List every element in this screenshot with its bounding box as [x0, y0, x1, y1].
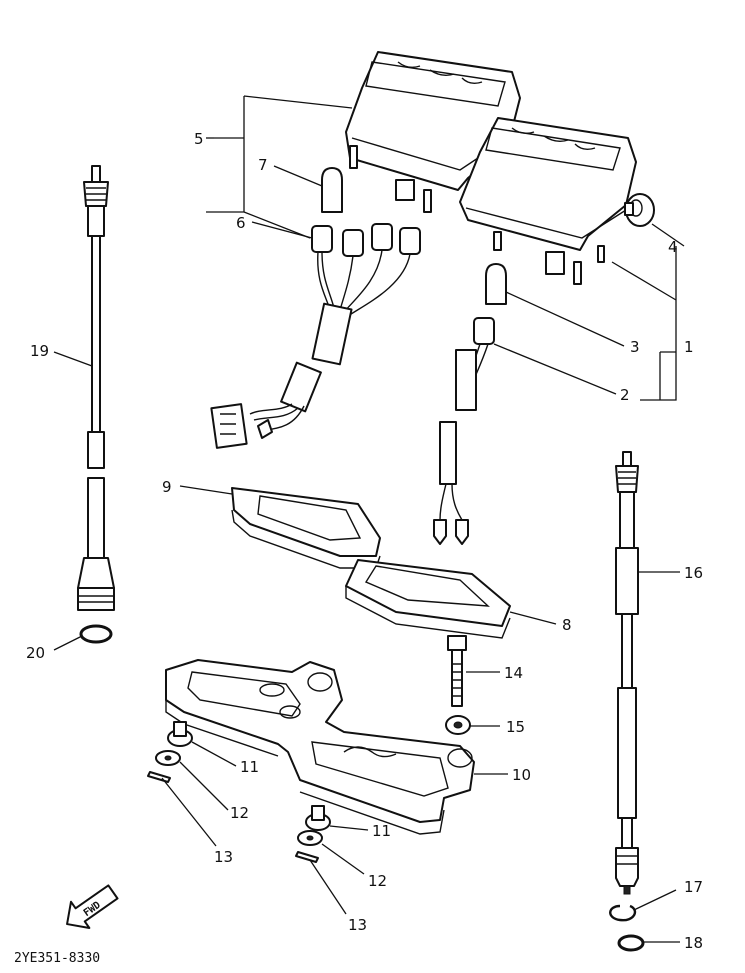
- leader-lines: [53, 95, 685, 943]
- o-ring-left: [79, 624, 113, 644]
- wire-harness: [210, 223, 421, 449]
- callout-14: 14: [504, 664, 523, 682]
- tachometer-housing: [459, 117, 637, 285]
- gasket-right: [345, 559, 511, 639]
- grommet-left: [167, 721, 193, 747]
- callout-12-right: 12: [368, 872, 387, 890]
- tachometer-cable: [615, 451, 639, 895]
- callout-13-left: 13: [214, 848, 233, 866]
- gasket-left: [231, 487, 381, 569]
- clip-right: [295, 851, 319, 863]
- o-ring-right: [617, 934, 645, 952]
- callout-labels: 1 2 3 4 5 6 7 8 9 10 11 11 12 12 13 13 1…: [26, 130, 703, 952]
- callout-2: 2: [620, 386, 630, 404]
- bolt: [447, 635, 467, 707]
- callout-9: 9: [162, 478, 172, 496]
- callout-4: 4: [668, 238, 678, 256]
- drawing-code: 2YE351-8330: [14, 951, 100, 966]
- callout-19: 19: [30, 342, 49, 360]
- callout-13-right: 13: [348, 916, 367, 934]
- callout-11-right: 11: [372, 822, 391, 840]
- callout-18: 18: [684, 934, 703, 952]
- reset-knob: [624, 193, 655, 227]
- callout-7: 7: [258, 156, 268, 174]
- callout-5: 5: [194, 130, 204, 148]
- bulb-socket-lead: [433, 317, 495, 545]
- forward-arrow-icon: FWD: [66, 884, 119, 929]
- callout-20: 20: [26, 644, 45, 662]
- callout-6: 6: [236, 214, 246, 232]
- speedometer-cable: [77, 165, 115, 611]
- washer: [445, 715, 471, 735]
- bulb-lower: [485, 263, 507, 305]
- washer-left: [155, 750, 181, 766]
- meter-bracket: [165, 659, 475, 835]
- washer-right: [297, 830, 323, 846]
- callout-8: 8: [562, 616, 572, 634]
- callout-17: 17: [684, 878, 703, 896]
- grommet-right: [305, 805, 331, 831]
- callout-10: 10: [512, 766, 531, 784]
- callout-3: 3: [630, 338, 640, 356]
- clip-left: [147, 771, 171, 783]
- callout-1: 1: [684, 338, 694, 356]
- speedometer-housing: [345, 51, 521, 213]
- circlip: [609, 904, 637, 922]
- callout-12-left: 12: [230, 804, 249, 822]
- callout-15: 15: [506, 718, 525, 736]
- bulb-upper: [321, 167, 343, 213]
- callout-11-left: 11: [240, 758, 259, 776]
- callout-16: 16: [684, 564, 703, 582]
